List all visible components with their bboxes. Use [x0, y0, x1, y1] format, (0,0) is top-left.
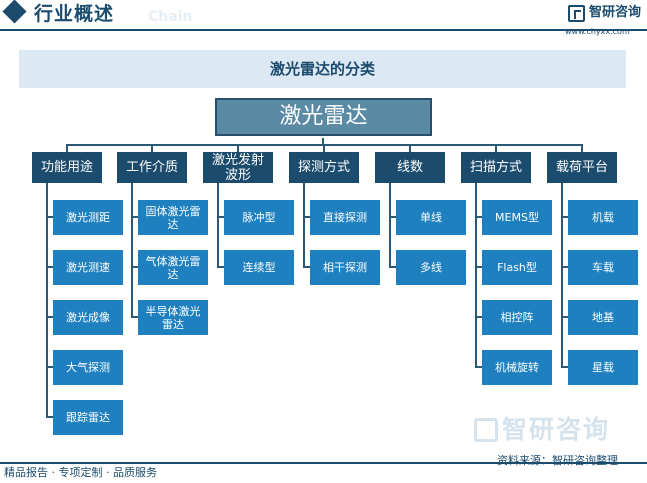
footer-divider [0, 462, 647, 464]
footer-slogan: 精品报告 · 专项定制 · 品质服务 [4, 466, 157, 479]
diagram-title-bar [19, 50, 626, 88]
item-node: 脉冲型 [224, 200, 294, 235]
brand-name: 智研咨询 [589, 5, 642, 20]
connector-item-branch [561, 216, 568, 218]
connector-item-branch [131, 266, 138, 268]
connector-item-trunk [46, 183, 48, 416]
watermark-text: 智研咨询 [502, 415, 611, 444]
brand-url: www.chyxx.com [565, 27, 630, 36]
connector-category-stem [495, 144, 497, 152]
diagram-title: 激光雷达的分类 [269, 60, 375, 78]
item-node: 地基 [568, 300, 638, 335]
connector-item-trunk [131, 183, 133, 316]
item-node: 跟踪雷达 [53, 400, 123, 435]
connector-item-branch [303, 216, 310, 218]
item-node: 直接探测 [310, 200, 380, 235]
item-node: 激光测距 [53, 200, 123, 235]
item-node: 连续型 [224, 250, 294, 285]
connector-item-branch [46, 416, 53, 418]
connector-item-trunk [561, 183, 563, 366]
brand-logo-icon [568, 5, 585, 22]
category-node: 扫描方式 [461, 152, 531, 183]
item-node: 相控阵 [482, 300, 552, 335]
category-node: 探测方式 [289, 152, 359, 183]
connector-item-branch [561, 316, 568, 318]
category-node: 激光发射 波形 [203, 152, 273, 183]
item-node: 大气探测 [53, 350, 123, 385]
page-section-title: 行业概述 [34, 3, 115, 25]
connector-category-stem [151, 144, 153, 152]
connector-item-branch [217, 216, 224, 218]
item-node: 车载 [568, 250, 638, 285]
item-node: 星载 [568, 350, 638, 385]
item-node: 机载 [568, 200, 638, 235]
connector-category-stem [323, 144, 325, 152]
connector-item-branch [561, 266, 568, 268]
source-note: 资料来源：智研咨询整理 [497, 454, 618, 467]
page-section-subtitle: Chain [148, 9, 193, 25]
category-node: 线数 [375, 152, 445, 183]
connector-category-stem [409, 144, 411, 152]
connector-item-branch [389, 216, 396, 218]
connector-item-branch [303, 266, 310, 268]
connector-item-branch [131, 216, 138, 218]
connector-item-branch [475, 216, 482, 218]
connector-item-branch [475, 266, 482, 268]
root-node: 激光雷达 [215, 98, 432, 136]
connector-item-branch [217, 266, 224, 268]
connector-item-branch [46, 366, 53, 368]
connector-item-branch [389, 266, 396, 268]
item-node: 机械旋转 [482, 350, 552, 385]
header-divider [0, 29, 647, 31]
item-node: 半导体激光 雷达 [138, 300, 208, 335]
item-node: 激光成像 [53, 300, 123, 335]
connector-category-stem [66, 144, 68, 152]
category-node: 功能用途 [32, 152, 102, 183]
item-node: MEMS型 [482, 200, 552, 235]
item-node: 相干探测 [310, 250, 380, 285]
category-node: 载荷平台 [547, 152, 617, 183]
connector-item-trunk [303, 183, 305, 266]
connector-item-trunk [475, 183, 477, 366]
connector-item-branch [131, 316, 138, 318]
connector-item-branch [475, 316, 482, 318]
category-node: 工作介质 [117, 152, 187, 183]
item-node: 固体激光雷 达 [138, 200, 208, 235]
item-node: 气体激光雷 达 [138, 250, 208, 285]
connector-root-stem [322, 138, 324, 144]
connector-item-trunk [389, 183, 391, 266]
item-node: Flash型 [482, 250, 552, 285]
connector-item-branch [46, 216, 53, 218]
connector-category-stem [237, 144, 239, 152]
connector-item-branch [475, 366, 482, 368]
connector-item-trunk [217, 183, 219, 266]
watermark-logo-icon [474, 418, 498, 442]
item-node: 多线 [396, 250, 466, 285]
connector-item-branch [561, 366, 568, 368]
item-node: 激光测速 [53, 250, 123, 285]
item-node: 单线 [396, 200, 466, 235]
connector-item-branch [46, 316, 53, 318]
connector-category-stem [581, 144, 583, 152]
connector-item-branch [46, 266, 53, 268]
